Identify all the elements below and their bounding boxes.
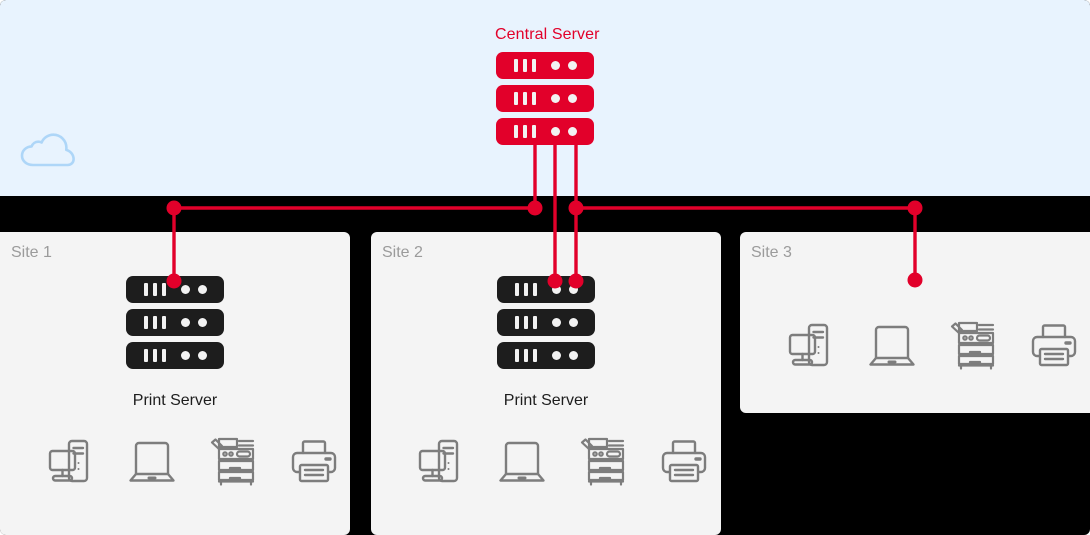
server-bars-icon <box>514 59 536 72</box>
server-leds-icon <box>552 318 578 327</box>
server-unit <box>496 85 594 112</box>
node-central-left-bus <box>527 200 543 216</box>
node-site-1-bus <box>166 200 182 216</box>
site-2-label: Site 2 <box>382 244 423 261</box>
desktop-computer-icon <box>45 434 97 490</box>
site-1-server-stack-icon <box>126 276 224 369</box>
node-site-3-bus <box>907 200 923 216</box>
server-unit <box>126 309 224 336</box>
server-leds-icon <box>181 318 207 327</box>
cloud-icon <box>20 132 76 168</box>
server-leds-icon <box>551 94 577 103</box>
server-unit <box>497 309 595 336</box>
laptop-icon <box>496 434 548 490</box>
server-leds-icon <box>181 351 207 360</box>
central-server-label: Central Server <box>495 26 600 43</box>
site-3-label: Site 3 <box>751 244 792 261</box>
server-leds-icon <box>552 351 578 360</box>
server-bars-icon <box>515 316 537 329</box>
copier-icon <box>207 434 259 490</box>
server-leds-icon <box>552 285 578 294</box>
server-stack-icon <box>496 52 594 145</box>
copier-icon <box>947 318 999 374</box>
site-3-device-row <box>785 318 1080 374</box>
node-central-right-bus <box>568 200 584 216</box>
site-1-device-row <box>45 434 340 490</box>
laptop-icon <box>866 318 918 374</box>
site-2-panel: Site 2 Print Server <box>371 232 721 535</box>
server-unit <box>126 276 224 303</box>
printer-icon <box>288 434 340 490</box>
site-2-print-server-label: Print Server <box>503 392 589 409</box>
server-bars-icon <box>514 125 536 138</box>
site-1-label: Site 1 <box>11 244 52 261</box>
site-2-device-row <box>415 434 710 490</box>
server-unit <box>497 276 595 303</box>
desktop-computer-icon <box>785 318 837 374</box>
central-server-group: Central Server <box>495 26 600 145</box>
copier-icon <box>577 434 629 490</box>
server-unit <box>496 118 594 145</box>
desktop-computer-icon <box>415 434 467 490</box>
server-bars-icon <box>514 92 536 105</box>
server-bars-icon <box>144 283 166 296</box>
server-bars-icon <box>515 283 537 296</box>
laptop-icon <box>126 434 178 490</box>
printer-icon <box>1028 318 1080 374</box>
server-leds-icon <box>181 285 207 294</box>
server-bars-icon <box>144 316 166 329</box>
server-leds-icon <box>551 127 577 136</box>
server-leds-icon <box>551 61 577 70</box>
server-bars-icon <box>144 349 166 362</box>
server-bars-icon <box>515 349 537 362</box>
server-unit <box>496 52 594 79</box>
server-unit <box>126 342 224 369</box>
printer-icon <box>658 434 710 490</box>
server-unit <box>497 342 595 369</box>
site-1-print-server-label: Print Server <box>132 392 218 409</box>
site-2-server-stack-icon <box>497 276 595 369</box>
